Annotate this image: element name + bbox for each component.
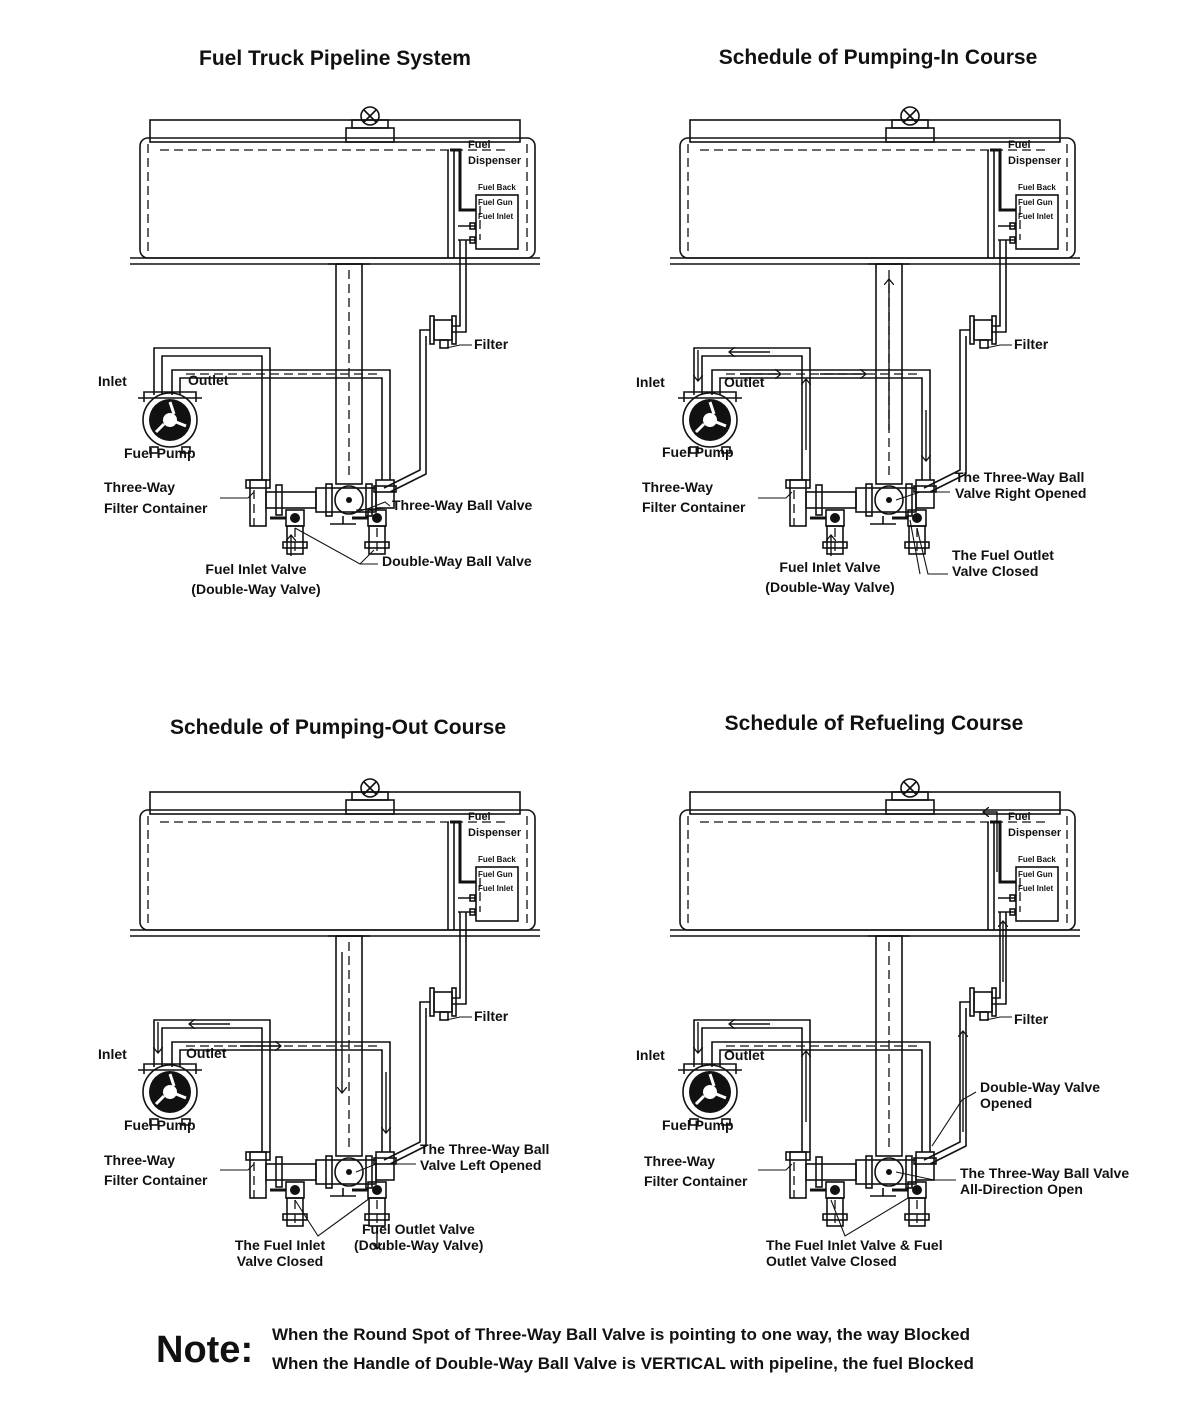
- note-line-2: When the Handle of Double-Way Ball Valve…: [272, 1354, 974, 1373]
- label-fuel: Fuel: [1008, 811, 1031, 823]
- label-filter-container-1: Three-Way: [642, 479, 713, 495]
- panel-title: Schedule of Refueling Course: [725, 712, 1024, 735]
- label-inlet: Inlet: [636, 1047, 665, 1063]
- label-fuel-gun: Fuel Gun: [478, 198, 513, 207]
- label-filter-container-2: Filter Container: [644, 1173, 748, 1189]
- label-fuel: Fuel: [468, 811, 491, 823]
- callout-fuel-inlet-valve-sub: (Double-Way Valve): [765, 579, 894, 595]
- note-line-1: When the Round Spot of Three-Way Ball Va…: [272, 1325, 970, 1344]
- callout-double-way-valve: Double-Way Ball Valve: [382, 553, 532, 569]
- label-fuel-back: Fuel Back: [1018, 183, 1056, 192]
- label-filter-container-1: Three-Way: [104, 479, 175, 495]
- label-filter-container-1: Three-Way: [644, 1153, 715, 1169]
- pipeline-schematic: [668, 777, 1082, 1228]
- label-fuel-pump: Fuel Pump: [124, 1117, 196, 1133]
- label-fuel-inlet-port: Fuel Inlet: [478, 884, 513, 893]
- panel-title: Fuel Truck Pipeline System: [199, 47, 471, 70]
- label-dispenser: Dispenser: [468, 827, 522, 839]
- callout-inlet-outlet-valves: The Fuel Inlet Valve & Fuel: [766, 1237, 943, 1253]
- label-fuel-back: Fuel Back: [1018, 855, 1056, 864]
- label-fuel-back: Fuel Back: [478, 183, 516, 192]
- callout-fuel-outlet-valve: Fuel Outlet Valve: [362, 1221, 475, 1237]
- callout-three-way-ball-valve: The Three-Way Ball: [420, 1141, 549, 1157]
- note-block: Note: When the Round Spot of Three-Way B…: [156, 1325, 974, 1373]
- callout-valve-opened: Opened: [980, 1095, 1032, 1111]
- label-fuel-gun: Fuel Gun: [478, 870, 513, 879]
- callout-fuel-inlet-valve: Fuel Inlet Valve: [779, 559, 880, 575]
- label-fuel-gun: Fuel Gun: [1018, 870, 1053, 879]
- label-filter: Filter: [474, 336, 509, 352]
- panel-pumping-out: Schedule of Pumping-Out Course Fuel Disp…: [98, 716, 549, 1269]
- callout-three-way-ball-valve: The Three-Way Ball Valve: [960, 1165, 1129, 1181]
- note-heading: Note:: [156, 1329, 253, 1371]
- label-dispenser: Dispenser: [1008, 827, 1062, 839]
- label-filter-container-2: Filter Container: [104, 1172, 208, 1188]
- label-fuel-gun: Fuel Gun: [1018, 198, 1053, 207]
- label-fuel: Fuel: [1008, 139, 1031, 151]
- label-fuel: Fuel: [468, 139, 491, 151]
- label-dispenser: Dispenser: [468, 155, 522, 167]
- label-fuel-back: Fuel Back: [478, 855, 516, 864]
- panel-title: Schedule of Pumping-In Course: [719, 46, 1038, 69]
- callout-fuel-outlet-valve-sub: (Double-Way Valve): [354, 1237, 483, 1253]
- label-fuel-inlet-port: Fuel Inlet: [478, 212, 513, 221]
- callout-three-way-valve: Three-Way Ball Valve: [392, 497, 533, 513]
- label-filter: Filter: [1014, 336, 1049, 352]
- callout-three-way-ball-valve: The Three-Way Ball: [955, 469, 1084, 485]
- label-dispenser: Dispenser: [1008, 155, 1062, 167]
- label-outlet: Outlet: [724, 1047, 765, 1063]
- label-filter-container-1: Three-Way: [104, 1152, 175, 1168]
- callout-fuel-inlet-valve: The Fuel Inlet: [235, 1237, 326, 1253]
- flow-arrow-dispenser: [984, 812, 998, 872]
- panel-pipeline-system: Fuel Truck Pipeline System Fuel Dispense…: [98, 47, 542, 597]
- label-fuel-pump: Fuel Pump: [124, 445, 196, 461]
- panel-title: Schedule of Pumping-Out Course: [170, 716, 506, 739]
- pipeline-schematic: [128, 105, 542, 556]
- panel-pumping-in: Schedule of Pumping-In Course Fuel Dispe…: [636, 46, 1086, 595]
- label-fuel-inlet-port: Fuel Inlet: [1018, 212, 1053, 221]
- label-filter: Filter: [1014, 1011, 1049, 1027]
- callout-all-direction-open: All-Direction Open: [960, 1181, 1083, 1197]
- label-fuel-pump: Fuel Pump: [662, 1117, 734, 1133]
- label-filter-container-2: Filter Container: [104, 500, 208, 516]
- callout-valve-right-opened: Valve Right Opened: [955, 485, 1086, 501]
- label-filter: Filter: [474, 1008, 509, 1024]
- label-inlet: Inlet: [98, 1046, 127, 1062]
- label-inlet: Inlet: [98, 373, 127, 389]
- callout-valve-closed: Valve Closed: [237, 1253, 323, 1269]
- label-outlet: Outlet: [724, 374, 765, 390]
- callout-fuel-outlet-valve: The Fuel Outlet: [952, 547, 1054, 563]
- panel-refueling: Schedule of Refueling Course Fuel Dispen…: [636, 712, 1129, 1269]
- label-inlet: Inlet: [636, 374, 665, 390]
- callout-valve-left-opened: Valve Left Opened: [420, 1157, 541, 1173]
- label-fuel-inlet-port: Fuel Inlet: [1018, 884, 1053, 893]
- callout-fuel-inlet-valve-sub: (Double-Way Valve): [191, 581, 320, 597]
- callout-fuel-inlet-valve: Fuel Inlet Valve: [205, 561, 306, 577]
- label-outlet: Outlet: [186, 1045, 227, 1061]
- label-outlet: Outlet: [188, 372, 229, 388]
- label-fuel-pump: Fuel Pump: [662, 444, 734, 460]
- callout-valves-closed: Outlet Valve Closed: [766, 1253, 897, 1269]
- label-filter-container-2: Filter Container: [642, 499, 746, 515]
- callout-valve-closed: Valve Closed: [952, 563, 1038, 579]
- callout-double-way-valve: Double-Way Valve: [980, 1079, 1100, 1095]
